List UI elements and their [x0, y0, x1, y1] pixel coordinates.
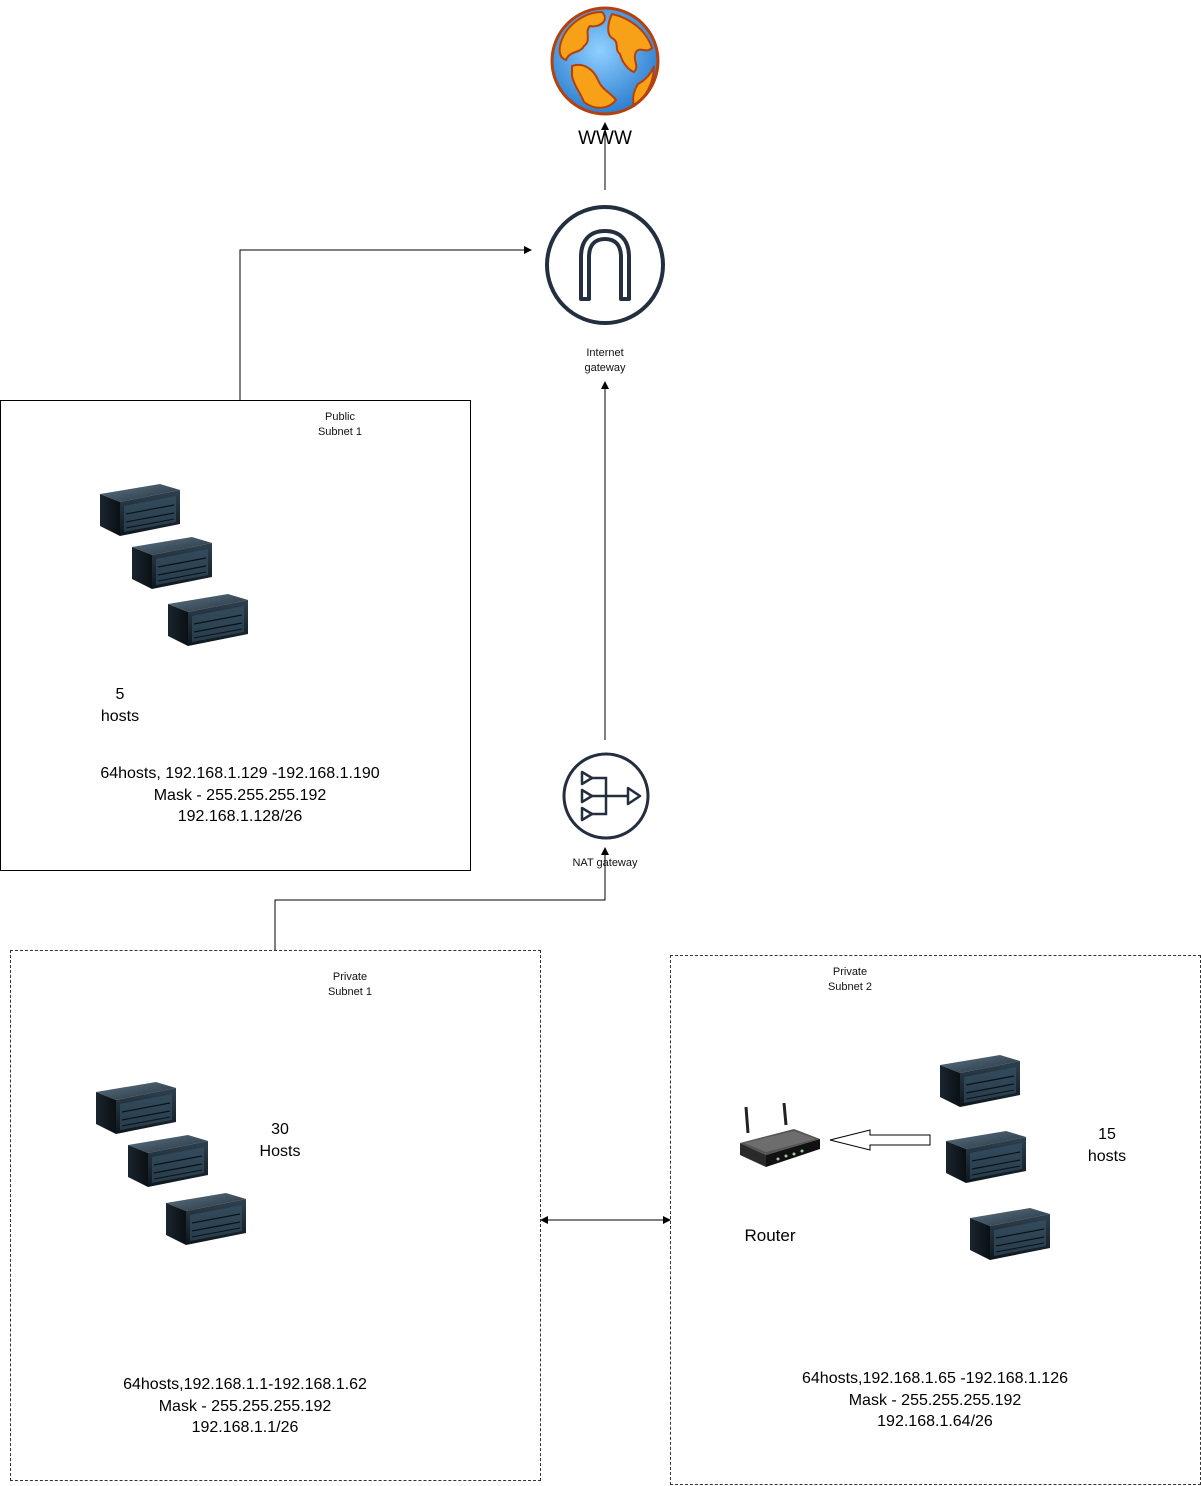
private-subnet-2-details: 64hosts,192.168.1.65 -192.168.1.126 Mask… [802, 1370, 1068, 1430]
public-host-count: 5 hosts [100, 686, 140, 725]
private2-host-count: 15 hosts [1087, 1126, 1127, 1165]
server-icon [128, 1135, 209, 1188]
server-icon [168, 594, 249, 647]
internet-gateway-icon[interactable] [545, 205, 665, 325]
server-icon [96, 1082, 177, 1135]
private-subnet-1-details: 64hosts,192.168.1.1-192.168.1.62 Mask - … [123, 1376, 367, 1436]
globe-icon [550, 6, 660, 116]
public-subnet-title: Public Subnet 1 [317, 411, 363, 438]
router-label: Router [744, 1226, 796, 1245]
server-icon [946, 1131, 1027, 1184]
router-icon[interactable] [736, 1103, 822, 1173]
private-subnet-1-title: Private Subnet 1 [327, 971, 373, 998]
public-to-igw-arrow [239, 246, 532, 400]
server-icon [166, 1193, 247, 1246]
nat-gateway-label: NAT gateway [572, 857, 638, 869]
server-icon [100, 484, 181, 537]
servers-to-router-arrow [829, 1129, 931, 1151]
private-subnet-2-title: Private Subnet 2 [827, 966, 873, 993]
public-subnet-1[interactable] [0, 400, 471, 871]
server-icon [940, 1055, 1021, 1108]
private1-to-nat-arrow [274, 847, 609, 950]
private1-host-count: 30 Hosts [259, 1121, 301, 1160]
nat-gateway-icon[interactable] [562, 752, 650, 840]
server-icon [970, 1208, 1051, 1261]
internet-gateway-label: Internet gateway [584, 347, 626, 374]
www-label: WWW [578, 128, 632, 149]
private-subnet-1[interactable] [10, 950, 541, 1481]
public-subnet-details: 64hosts, 192.168.1.129 -192.168.1.190 Ma… [100, 765, 380, 825]
server-icon [132, 537, 213, 590]
